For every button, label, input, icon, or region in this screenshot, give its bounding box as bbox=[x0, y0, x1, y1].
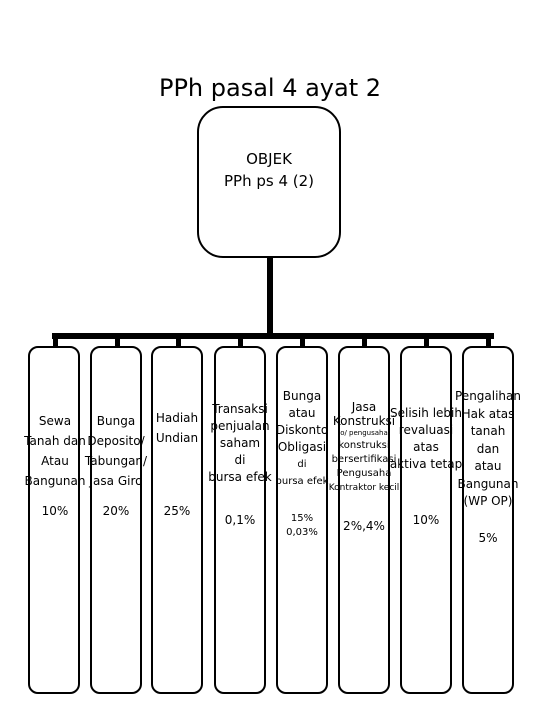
branch-connector bbox=[486, 333, 491, 348]
object-box-pengalihan bbox=[462, 346, 514, 694]
object-box-sewa bbox=[28, 346, 80, 694]
object-box-revaluasi bbox=[400, 346, 452, 694]
item-rate: 5% bbox=[478, 531, 498, 545]
branch-connector bbox=[176, 333, 181, 348]
root-label-2: PPh ps 4 (2) bbox=[223, 172, 315, 190]
object-box-hadiah bbox=[151, 346, 203, 694]
item-rate: 10% bbox=[41, 504, 69, 518]
item-label: Bunga Deposito/ Tabungan/ Jasa Giro bbox=[84, 414, 148, 488]
item-label: Hadiah Undian bbox=[155, 411, 199, 445]
item-rate: 0,1% bbox=[224, 513, 256, 527]
item-label: Pengalihan Hak atas tanah dan atau Bangu… bbox=[455, 389, 521, 508]
branch-connector bbox=[238, 333, 243, 348]
object-box-saham bbox=[214, 346, 266, 694]
branch-connector bbox=[362, 333, 367, 348]
page-title: PPh pasal 4 ayat 2 bbox=[158, 74, 382, 102]
root-node: OBJEK PPh ps 4 (2) bbox=[197, 106, 341, 258]
object-box-konstruksi bbox=[338, 346, 390, 694]
item-rate: 10% bbox=[412, 513, 440, 527]
branch-connector bbox=[53, 333, 58, 348]
horizontal-connector bbox=[52, 333, 494, 339]
item-rate: 20% bbox=[102, 504, 130, 518]
item-rate: 2%,4% bbox=[343, 519, 385, 533]
item-label: Transaksi penjualan saham di bursa efek bbox=[208, 402, 272, 484]
item-label: Bunga atau Diskonto Obligasi di bursa ef… bbox=[275, 389, 329, 487]
item-label: Sewa Tanah dan Atau Bangunan bbox=[24, 414, 86, 488]
branch-connector bbox=[300, 333, 305, 348]
item-label: Selisih lebih revaluasi atas aktiva teta… bbox=[389, 406, 463, 471]
root-label-1: OBJEK bbox=[246, 150, 292, 168]
object-box-bunga-deposito bbox=[90, 346, 142, 694]
branch-connector bbox=[424, 333, 429, 348]
item-rate: 15% 0,03% bbox=[286, 513, 318, 538]
object-box-obligasi bbox=[276, 346, 328, 694]
branch-connector bbox=[115, 333, 120, 348]
trunk-connector bbox=[267, 258, 273, 338]
item-rate: 25% bbox=[163, 504, 191, 518]
item-label: Jasa Konstruksi o/ pengusaha konstruksi … bbox=[328, 400, 400, 493]
